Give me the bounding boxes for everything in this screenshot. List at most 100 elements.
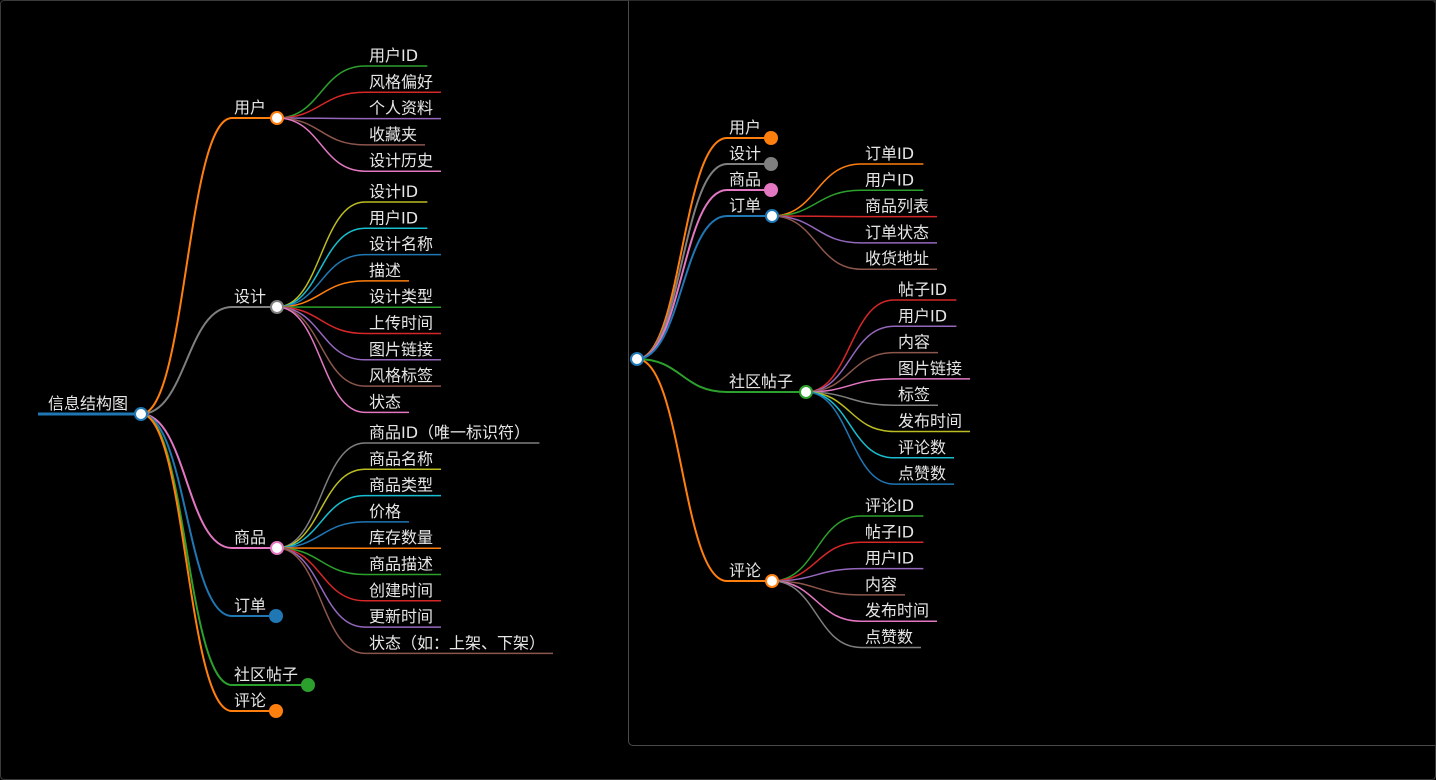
branch-label: 评论: [234, 691, 266, 710]
branch-connector: [636, 189, 728, 360]
leaf-node-label: 风格标签: [369, 366, 433, 385]
leaf-node-label: 点赞数: [898, 464, 946, 483]
child-connector: [771, 541, 862, 582]
branch-connector: [636, 163, 728, 360]
child-connector: [771, 215, 862, 244]
leaf-node-label: 商品类型: [369, 476, 433, 495]
child-connector: [276, 280, 366, 308]
leaf-node-label: 个人资料: [369, 99, 433, 118]
branch-connector: [636, 358, 728, 393]
leaf-node-label: 用户ID: [898, 306, 947, 325]
child-connector: [276, 306, 366, 361]
child-connector: [276, 117, 366, 146]
right-mind-map: 用户设计商品订单订单ID用户ID商品列表订单状态收货地址社区帖子帖子ID用户ID…: [630, 118, 970, 649]
child-connector: [771, 215, 862, 270]
expanded-node-toggle[interactable]: [270, 300, 284, 314]
root-label: 信息结构图: [48, 394, 128, 413]
leaf-node-label: 内容: [865, 575, 897, 594]
leaf-node-label: 收藏夹: [369, 125, 417, 144]
child-connector: [276, 91, 366, 119]
child-connector: [276, 547, 366, 655]
branch-label: 社区帖子: [729, 372, 793, 391]
root-node-toggle[interactable]: [134, 407, 148, 421]
branch-label: 用户: [234, 98, 266, 117]
child-connector: [276, 468, 366, 549]
leaf-node-label: 发布时间: [865, 601, 929, 620]
child-connector: [276, 442, 366, 549]
leaf-node-label: 评论ID: [865, 496, 914, 515]
branch-label: 设计: [729, 144, 761, 163]
branch-label: 商品: [234, 528, 266, 547]
child-connector: [276, 494, 366, 549]
child-connector: [771, 567, 862, 582]
leaf-node-label: 状态（如：上架、下架）: [369, 633, 545, 652]
left-mind-map: 信息结构图用户用户ID风格偏好个人资料收藏夹设计历史设计设计ID用户ID设计名称…: [38, 46, 553, 718]
branch-connector: [140, 117, 233, 415]
leaf-node-label: 设计历史: [369, 151, 433, 170]
child-connector: [276, 306, 366, 387]
leaf-node-label: 内容: [898, 333, 930, 352]
child-connector: [771, 580, 862, 596]
collapsed-node-toggle[interactable]: [764, 131, 778, 145]
branch-connector: [140, 413, 233, 549]
collapsed-node-toggle[interactable]: [301, 678, 315, 692]
expanded-node-toggle[interactable]: [765, 209, 779, 223]
child-connector: [276, 65, 366, 119]
child-connector: [276, 547, 366, 602]
child-connector: [805, 299, 895, 393]
root-node-toggle[interactable]: [630, 352, 644, 366]
child-connector: [771, 580, 862, 649]
child-connector: [771, 163, 862, 217]
child-connector: [276, 521, 366, 549]
leaf-node-label: 库存数量: [369, 528, 433, 547]
branch-label: 设计: [234, 287, 266, 306]
leaf-node-label: 创建时间: [369, 581, 433, 600]
leaf-node-label: 用户ID: [369, 46, 418, 65]
collapsed-node-toggle[interactable]: [764, 183, 778, 197]
child-connector: [805, 378, 895, 393]
leaf-node-label: 用户ID: [865, 170, 914, 189]
leaf-node-label: 用户ID: [369, 208, 418, 227]
child-connector: [805, 351, 895, 393]
branch-label: 订单: [234, 596, 266, 615]
collapsed-node-toggle[interactable]: [269, 704, 283, 718]
leaf-node-label: 帖子ID: [898, 280, 947, 299]
leaf-node-label: 商品名称: [369, 449, 433, 468]
leaf-node-label: 设计名称: [369, 235, 433, 254]
expanded-node-toggle[interactable]: [270, 111, 284, 125]
branch-connector: [636, 215, 728, 360]
branch-connector: [140, 413, 233, 617]
collapsed-node-toggle[interactable]: [269, 609, 283, 623]
leaf-node-label: 设计类型: [369, 287, 433, 306]
child-connector: [805, 325, 895, 393]
leaf-node-label: 标签: [898, 385, 930, 404]
leaf-node-label: 商品描述: [369, 555, 433, 574]
expanded-node-toggle[interactable]: [270, 541, 284, 555]
child-connector: [276, 227, 366, 308]
collapsed-node-toggle[interactable]: [764, 157, 778, 171]
leaf-node-label: 风格偏好: [369, 72, 433, 91]
child-connector: [276, 117, 366, 172]
leaf-node-label: 用户ID: [865, 549, 914, 568]
child-connector: [276, 253, 366, 308]
branch-label: 订单: [729, 196, 761, 215]
leaf-node-label: 状态: [369, 392, 401, 411]
leaf-node-label: 点赞数: [865, 628, 913, 647]
leaf-node-label: 订单ID: [865, 144, 914, 163]
branch-label: 评论: [729, 561, 761, 580]
leaf-node-label: 发布时间: [898, 412, 962, 431]
leaf-node-label: 图片链接: [369, 340, 433, 359]
leaf-node-label: 商品列表: [865, 197, 929, 216]
branch-connector: [140, 306, 233, 415]
leaf-node-label: 帖子ID: [865, 522, 914, 541]
expanded-node-toggle[interactable]: [765, 574, 779, 588]
child-connector: [805, 391, 895, 459]
leaf-node-label: 订单状态: [865, 223, 929, 242]
child-connector: [771, 189, 862, 217]
expanded-node-toggle[interactable]: [799, 385, 813, 399]
leaf-node-label: 图片链接: [898, 359, 962, 378]
child-connector: [276, 201, 366, 308]
leaf-node-label: 上传时间: [369, 314, 433, 333]
branch-label: 社区帖子: [234, 665, 298, 684]
leaf-node-label: 更新时间: [369, 607, 433, 626]
